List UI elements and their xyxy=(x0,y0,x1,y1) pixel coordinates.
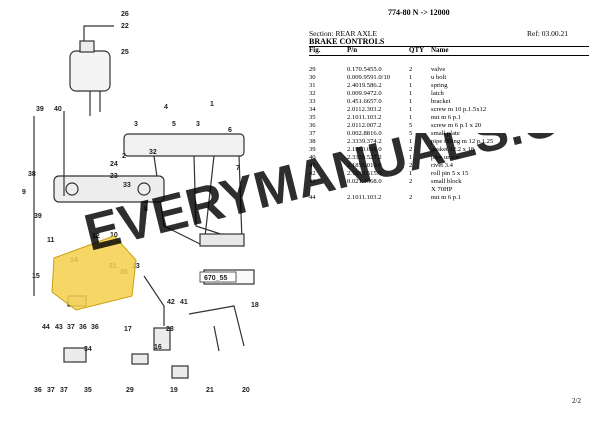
svg-text:19: 19 xyxy=(170,387,178,394)
svg-text:6: 6 xyxy=(228,127,232,134)
svg-text:44: 44 xyxy=(42,324,50,331)
svg-text:29: 29 xyxy=(126,387,134,394)
svg-text:36: 36 xyxy=(91,324,99,331)
svg-text:13: 13 xyxy=(132,263,140,270)
svg-text:41: 41 xyxy=(180,299,188,306)
svg-text:35: 35 xyxy=(84,387,92,394)
table-header-rule xyxy=(309,55,589,56)
svg-text:37: 37 xyxy=(60,387,68,394)
group-title: BRAKE CONTROLS xyxy=(309,37,385,46)
svg-text:4: 4 xyxy=(164,104,168,111)
col-header-fig: Fig. xyxy=(309,46,321,54)
svg-text:39: 39 xyxy=(34,213,42,220)
svg-text:39: 39 xyxy=(36,106,44,113)
section-label: Section: REAR AXLE xyxy=(309,29,377,38)
svg-text:18: 18 xyxy=(251,302,259,309)
page-number: 2/2 xyxy=(572,397,581,405)
svg-text:21: 21 xyxy=(206,387,214,394)
reference-number: Ref: 03.00.21 xyxy=(527,29,569,38)
svg-text:32: 32 xyxy=(149,149,157,156)
svg-text:5: 5 xyxy=(172,121,176,128)
svg-text:20: 20 xyxy=(242,387,250,394)
svg-text:34: 34 xyxy=(84,346,92,353)
svg-text:28: 28 xyxy=(166,326,174,333)
svg-text:36: 36 xyxy=(34,387,42,394)
svg-text:23: 23 xyxy=(110,173,118,180)
svg-text:2: 2 xyxy=(122,153,126,160)
svg-text:22: 22 xyxy=(121,23,129,30)
svg-text:16: 16 xyxy=(154,344,162,351)
svg-text:17: 17 xyxy=(124,326,132,333)
svg-text:15: 15 xyxy=(32,273,40,280)
table-row: X 70HP xyxy=(431,186,453,193)
svg-text:40: 40 xyxy=(54,106,62,113)
table-top-rule xyxy=(309,46,589,47)
svg-text:43: 43 xyxy=(55,324,63,331)
svg-text:37: 37 xyxy=(67,324,75,331)
svg-text:24: 24 xyxy=(110,161,118,168)
model-range: 774-80 N -> 12000 xyxy=(388,8,450,17)
svg-text:37: 37 xyxy=(47,387,55,394)
svg-text:3: 3 xyxy=(196,121,200,128)
svg-text:8: 8 xyxy=(144,206,148,213)
svg-text:11: 11 xyxy=(47,237,55,244)
svg-text:25: 25 xyxy=(121,49,129,56)
svg-text:33: 33 xyxy=(123,182,131,189)
svg-text:1: 1 xyxy=(210,101,214,108)
svg-text:7: 7 xyxy=(236,165,240,172)
col-header-pn: P/n xyxy=(347,46,358,54)
svg-text:26: 26 xyxy=(121,11,129,18)
svg-text:12: 12 xyxy=(92,233,100,240)
svg-text:38: 38 xyxy=(28,171,36,178)
svg-text:9: 9 xyxy=(22,189,26,196)
svg-text:36: 36 xyxy=(79,324,87,331)
drawing-reference: 670_55 xyxy=(204,275,227,282)
col-header-qty: QTY xyxy=(409,46,425,54)
svg-text:3: 3 xyxy=(134,121,138,128)
exploded-parts-drawing: 26 22 25 39 40 4 5 3 6 7 1 3 32 2 24 23 … xyxy=(22,11,259,394)
svg-text:42: 42 xyxy=(167,299,175,306)
col-header-name: Name xyxy=(431,46,449,54)
